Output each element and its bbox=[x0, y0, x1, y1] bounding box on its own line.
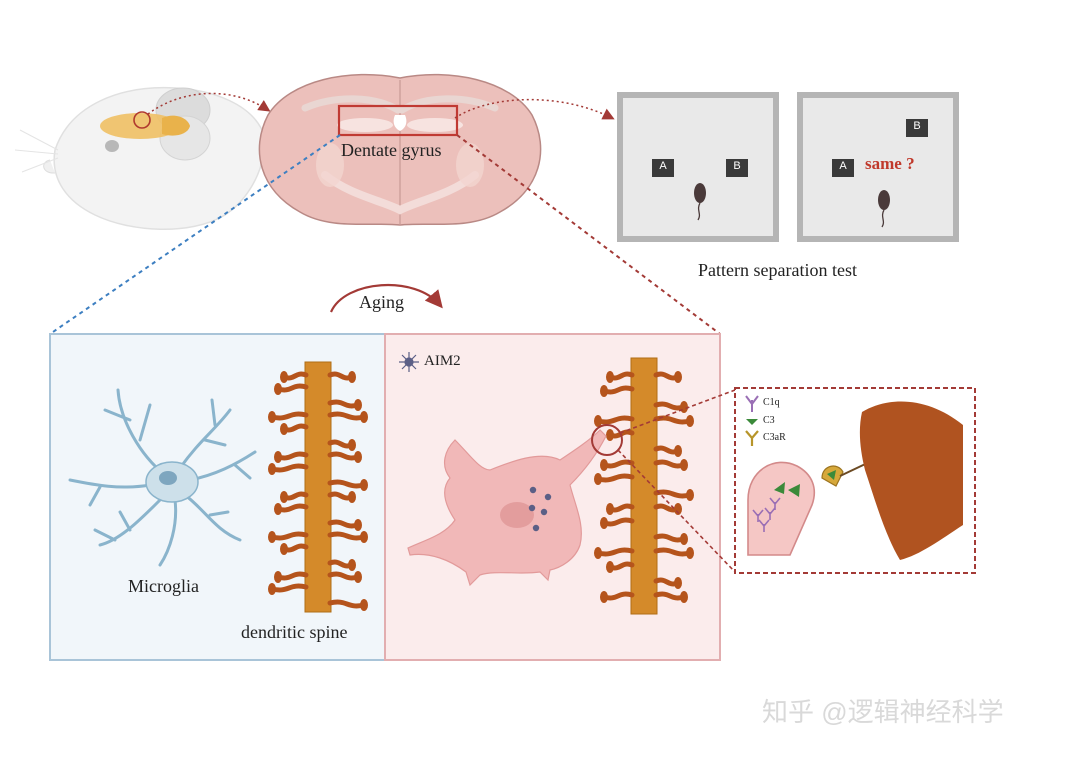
spine-head bbox=[674, 371, 682, 383]
spine-head bbox=[606, 429, 614, 441]
dendritic-spine-label: dendritic spine bbox=[241, 622, 348, 642]
spine-head bbox=[600, 385, 608, 397]
spine-head bbox=[674, 445, 682, 457]
dentate-gyrus-label: Dentate gyrus bbox=[341, 140, 442, 160]
arena-left bbox=[617, 92, 779, 242]
spine-head bbox=[360, 531, 368, 543]
aim2-label: AIM2 bbox=[424, 353, 461, 369]
microglia-cell-aged bbox=[407, 429, 607, 587]
spine-head bbox=[686, 415, 694, 427]
c3ar-label: C3aR bbox=[763, 432, 786, 443]
spine-head bbox=[686, 547, 694, 559]
spine-head bbox=[268, 531, 276, 543]
dendrite-young bbox=[268, 361, 368, 613]
spine-head bbox=[274, 451, 282, 463]
spine-head bbox=[686, 489, 694, 501]
spine-head bbox=[348, 439, 356, 451]
spine-head bbox=[600, 459, 608, 471]
spine-head bbox=[348, 491, 356, 503]
spine-head bbox=[274, 503, 282, 515]
spine-head bbox=[274, 571, 282, 583]
spine-head bbox=[280, 423, 288, 435]
young-panel bbox=[49, 333, 386, 661]
spine-head bbox=[594, 473, 602, 485]
spine-head bbox=[274, 383, 282, 395]
spine-head bbox=[268, 583, 276, 595]
spine-head bbox=[606, 503, 614, 515]
spine-head bbox=[600, 517, 608, 529]
spine-head bbox=[280, 491, 288, 503]
spine-head bbox=[268, 411, 276, 423]
neuron-terminal bbox=[859, 401, 963, 560]
spine-head bbox=[594, 547, 602, 559]
spine-head bbox=[360, 411, 368, 423]
spine-head bbox=[594, 415, 602, 427]
spine-head bbox=[606, 561, 614, 573]
spine-head bbox=[354, 451, 362, 463]
spine-head bbox=[354, 399, 362, 411]
c3ar-icon bbox=[745, 430, 759, 446]
spine-head bbox=[280, 543, 288, 555]
spine-head bbox=[600, 591, 608, 603]
spine-head bbox=[680, 533, 688, 545]
mouse-head bbox=[14, 86, 265, 230]
spine-head bbox=[360, 599, 368, 611]
spine-head bbox=[606, 371, 614, 383]
dendrite-shaft bbox=[304, 361, 332, 613]
box-b-right: B bbox=[913, 120, 921, 132]
spine-head bbox=[680, 591, 688, 603]
watermark: 知乎 @逻辑神经科学 bbox=[762, 697, 1004, 727]
spine-head bbox=[674, 577, 682, 589]
c1q-icon bbox=[745, 395, 759, 412]
aim2-icon bbox=[399, 352, 419, 372]
brain-section bbox=[258, 73, 542, 226]
spine-head bbox=[354, 519, 362, 531]
spine-head bbox=[268, 463, 276, 475]
same-question-label: same ? bbox=[865, 154, 915, 173]
box-a-right: A bbox=[839, 160, 847, 172]
spine-head bbox=[680, 401, 688, 413]
box-a-left: A bbox=[659, 160, 667, 172]
c3-label: C3 bbox=[763, 415, 775, 426]
spine-head bbox=[360, 479, 368, 491]
aging-label: Aging bbox=[359, 292, 404, 312]
spine-head bbox=[680, 459, 688, 471]
box-b-left: B bbox=[733, 160, 741, 172]
pattern-test-label: Pattern separation test bbox=[698, 260, 857, 280]
spine-head bbox=[674, 503, 682, 515]
spine-head bbox=[280, 371, 288, 383]
spine-head bbox=[354, 571, 362, 583]
microglia-label: Microglia bbox=[128, 576, 199, 596]
spine-head bbox=[348, 559, 356, 571]
spine-head bbox=[348, 371, 356, 383]
arena-right bbox=[797, 92, 959, 242]
microglia-cell-young bbox=[68, 388, 257, 567]
c1q-label: C1q bbox=[763, 397, 780, 408]
c3-icon bbox=[746, 419, 758, 425]
